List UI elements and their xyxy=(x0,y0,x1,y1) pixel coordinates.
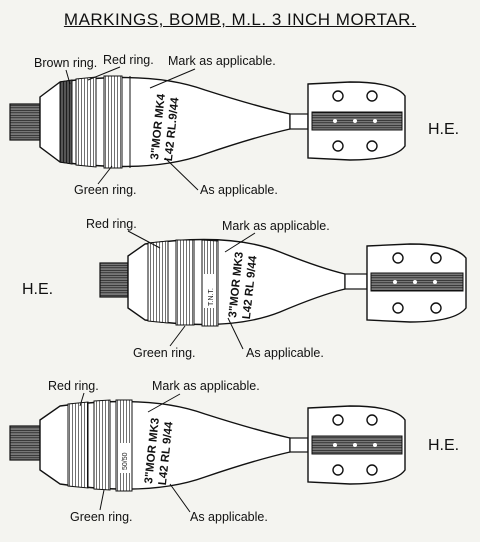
red-ring xyxy=(67,401,89,489)
bomb-1-he-label: H.E. xyxy=(428,121,459,138)
brown-ring xyxy=(59,79,73,165)
bomb-1: 3"MOR MK4 L42 RL.9/44 Brown ring. Red ri… xyxy=(9,53,459,197)
bomb-3-he-label: H.E. xyxy=(428,437,459,454)
bomb-3-band-text: 50/50 xyxy=(122,452,129,470)
green-ring xyxy=(93,399,111,491)
bomb-3-label-red-ring: Red ring. xyxy=(48,379,99,393)
bomb-2: T.N.T. 3"MOR MK3 L42 RL 9/44 Red ring. M… xyxy=(22,217,467,360)
leader-lines xyxy=(65,66,199,191)
bomb-3-label-as-applicable: As applicable. xyxy=(190,510,268,524)
red-ring xyxy=(75,76,97,168)
bomb-1-label-green-ring: Green ring. xyxy=(74,183,137,197)
fuze xyxy=(9,425,41,461)
bomb-1-label-as-applicable: As applicable. xyxy=(200,183,278,197)
green-ring xyxy=(103,75,123,169)
bomb-1-label-red-ring: Red ring. xyxy=(103,53,154,67)
bomb-2-label-green-ring: Green ring. xyxy=(133,346,196,360)
bomb-3: 50/50 3"MOR MK3 L42 RL 9/44 Red ring. Ma… xyxy=(9,379,459,524)
tail-tube xyxy=(289,437,309,453)
bomb-2-label-mark: Mark as applicable. xyxy=(222,219,330,233)
green-ring xyxy=(175,239,195,326)
tail-fins xyxy=(307,405,406,485)
bomb-2-label-red-ring: Red ring. xyxy=(86,217,137,231)
bomb-2-label-as-applicable: As applicable. xyxy=(246,346,324,360)
bomb-2-band-text: T.N.T. xyxy=(208,288,215,306)
bomb-3-label-green-ring: Green ring. xyxy=(70,510,133,524)
leader-lines xyxy=(127,230,256,350)
fuze xyxy=(9,103,41,141)
red-ring xyxy=(147,240,169,324)
leader-lines xyxy=(79,392,191,513)
tail-fins xyxy=(366,243,467,323)
page-title: MARKINGS, BOMB, M.L. 3 INCH MORTAR. xyxy=(63,10,417,29)
tail-tube xyxy=(344,273,368,290)
bomb-3-label-mark: Mark as applicable. xyxy=(152,379,260,393)
bomb-2-he-label: H.E. xyxy=(22,281,53,298)
fuze xyxy=(99,262,129,298)
tail-fins xyxy=(307,81,406,161)
tail-tube xyxy=(289,113,309,130)
bomb-1-label-brown-ring: Brown ring. xyxy=(34,56,97,70)
bomb-1-label-mark: Mark as applicable. xyxy=(168,54,276,68)
